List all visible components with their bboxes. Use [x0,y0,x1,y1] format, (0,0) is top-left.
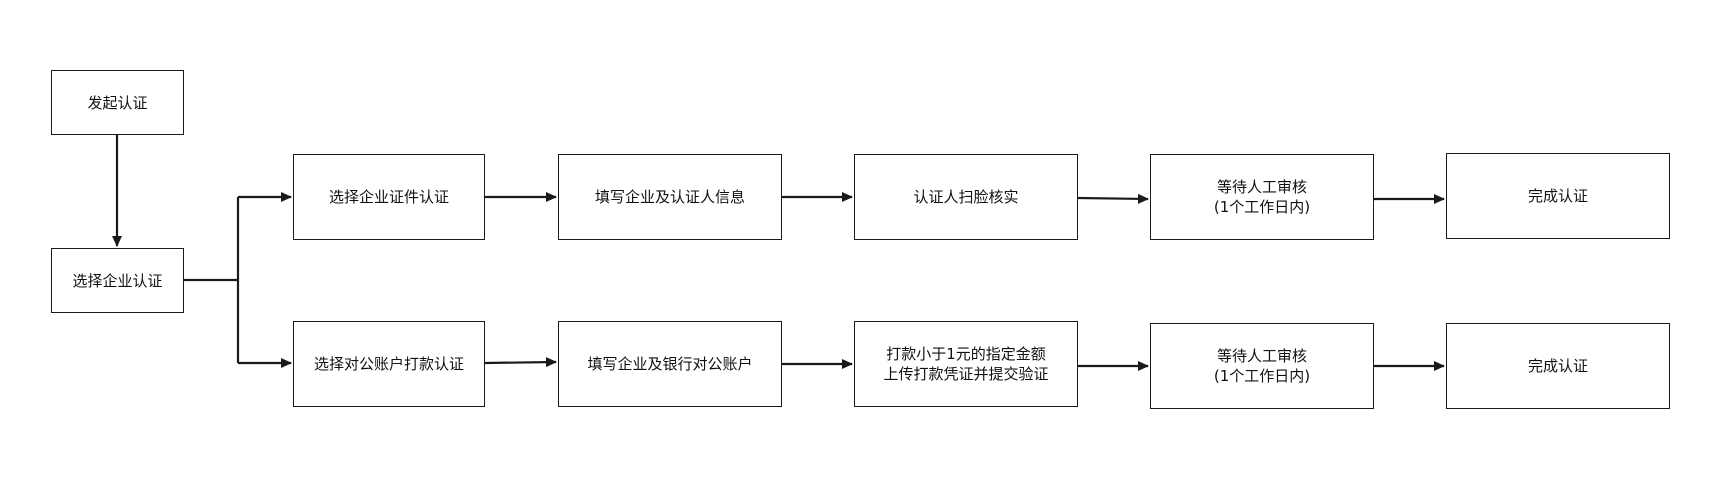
node-label: 发起认证 [87,93,148,112]
node-label-line2: (1个工作日内) [1213,367,1311,385]
arrow-b1-to-b2 [484,357,557,368]
node-label-line2: (1个工作日内) [1213,198,1311,216]
branch-connector [184,197,240,363]
node-b-transfer-and-verify: 打款小于1元的指定金额 上传打款凭证并提交验证 [854,321,1078,407]
node-label: 选择企业认证 [72,271,163,290]
node-b-select-bank-transfer-cert: 选择对公账户打款认证 [293,321,485,407]
node-a-fill-info: 填写企业及认证人信息 [558,154,782,240]
node-b-fill-bank-account: 填写企业及银行对公账户 [558,321,782,407]
node-label: 填写企业及银行对公账户 [587,355,753,373]
node-choose-enterprise-certification: 选择企业认证 [51,248,184,313]
node-label: 选择对公账户打款认证 [313,355,464,373]
node-start-certification: 发起认证 [51,70,184,135]
arrow-a3-to-a4 [1077,193,1149,204]
node-b-manual-review: 等待人工审核 (1个工作日内) [1150,323,1374,409]
node-a-manual-review: 等待人工审核 (1个工作日内) [1150,154,1374,240]
node-a-select-license-cert: 选择企业证件认证 [293,154,485,240]
node-label: 选择企业证件认证 [328,188,449,206]
node-label-line1: 打款小于1元的指定金额 [886,345,1046,363]
node-label: 认证人扫脸核实 [913,188,1019,206]
node-label: 填写企业及认证人信息 [594,188,745,206]
node-a-complete: 完成认证 [1446,153,1670,239]
node-label-line1: 等待人工审核 [1216,178,1307,196]
node-label-line1: 等待人工审核 [1216,347,1307,365]
node-label-line2: 上传打款凭证并提交验证 [883,365,1049,383]
node-a-face-scan: 认证人扫脸核实 [854,154,1078,240]
node-label: 完成认证 [1527,357,1588,375]
node-label: 完成认证 [1527,187,1588,205]
node-b-complete: 完成认证 [1446,323,1670,409]
